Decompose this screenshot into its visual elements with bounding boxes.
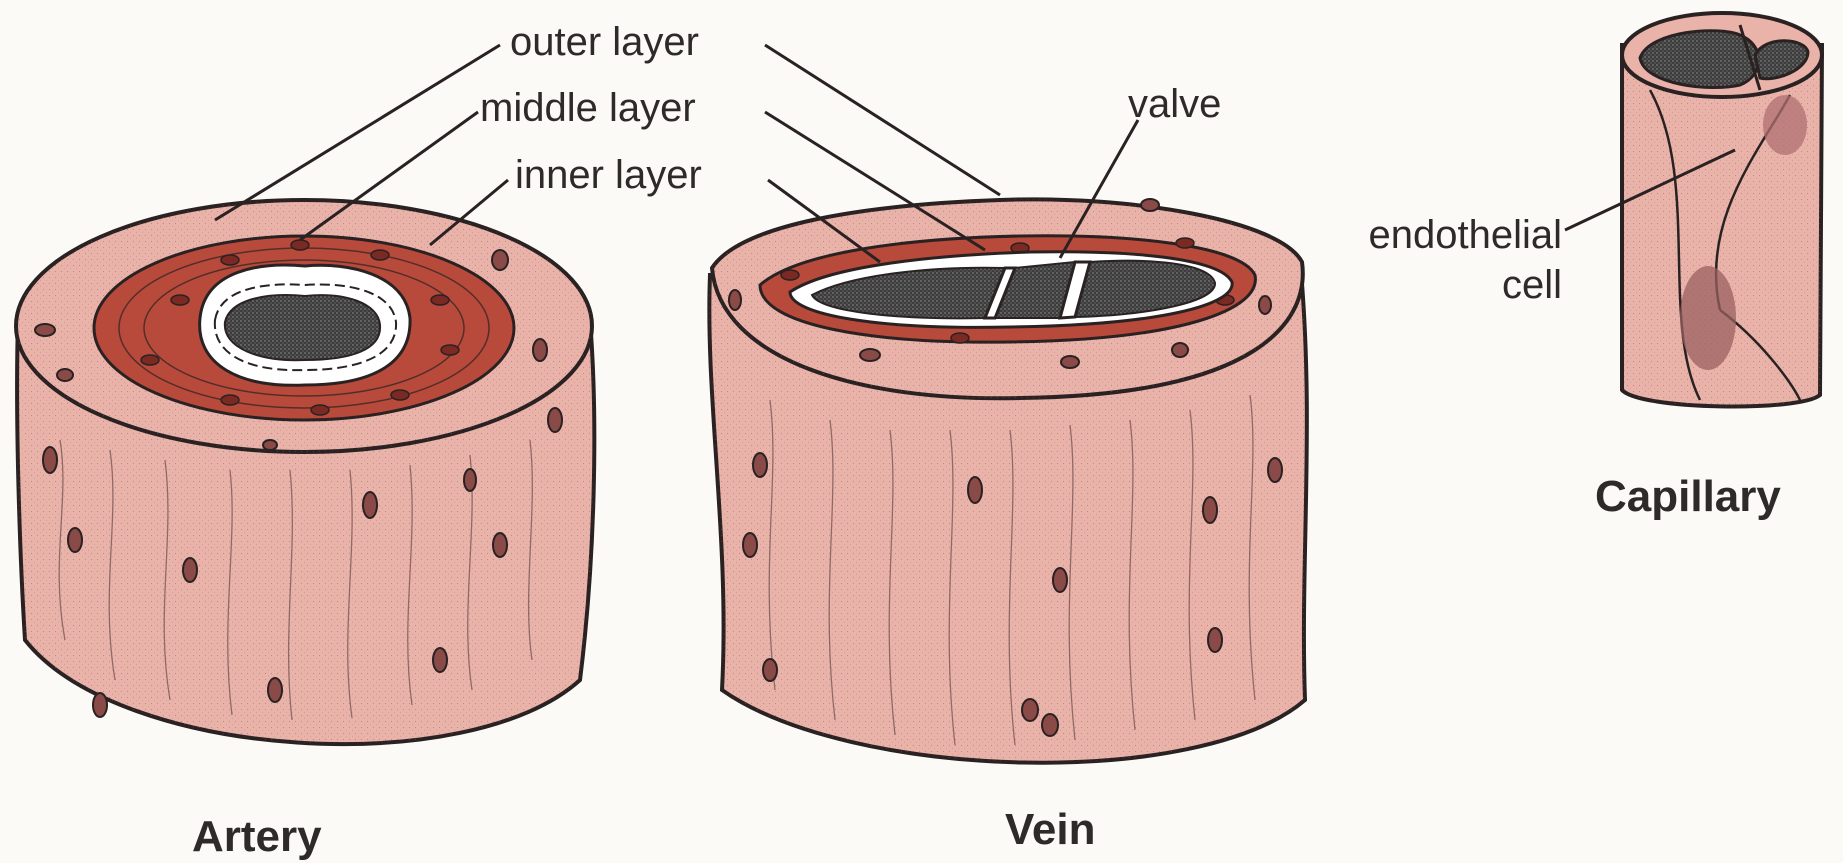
artery	[16, 200, 594, 744]
title-artery: Artery	[192, 815, 322, 859]
endothelial-nucleus-upper	[1763, 95, 1807, 155]
endothelial-nucleus-lower	[1680, 266, 1736, 370]
leader-outer-layer-vein	[765, 45, 1000, 195]
label-inner-layer: inner layer	[515, 155, 702, 195]
leader-outer-layer-artery	[215, 45, 500, 220]
vein	[709, 199, 1307, 763]
label-outer-layer: outer layer	[510, 22, 699, 62]
title-capillary: Capillary	[1595, 475, 1781, 519]
artery-lumen	[225, 295, 380, 360]
title-vein: Vein	[1005, 808, 1096, 852]
label-middle-layer: middle layer	[480, 88, 696, 128]
label-valve: valve	[1128, 84, 1221, 124]
label-endothelial-cell: cell	[1300, 265, 1562, 305]
label-endothelial: endothelial	[1300, 215, 1562, 255]
capillary	[1622, 13, 1822, 406]
